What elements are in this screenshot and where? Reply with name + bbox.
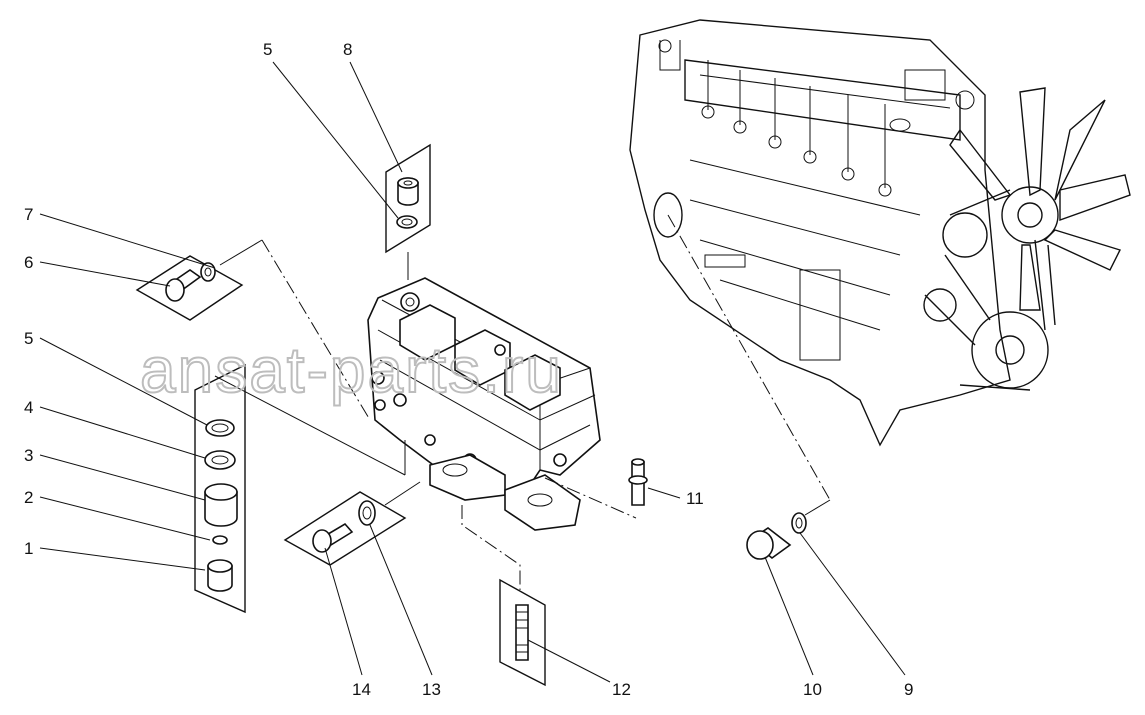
callout-4: 4 xyxy=(24,398,33,417)
callout-11: 11 xyxy=(686,489,704,508)
callout-9: 9 xyxy=(904,680,913,699)
stud-12-group xyxy=(461,505,546,687)
filter-housing-assembly xyxy=(367,277,601,531)
callout-1: 1 xyxy=(24,539,33,558)
plug-10-group xyxy=(667,214,831,560)
watermark-text: ansat-parts.ru xyxy=(140,334,563,406)
callout-7: 7 xyxy=(24,205,33,224)
callout-10: 10 xyxy=(803,680,822,699)
callout-2: 2 xyxy=(24,488,33,507)
plug-stack-group xyxy=(194,363,406,614)
callout-13: 13 xyxy=(422,680,441,699)
engine-illustration xyxy=(629,19,1131,447)
callout-6: 6 xyxy=(24,253,33,272)
callout-14: 14 xyxy=(352,680,371,699)
callout-5-top: 5 xyxy=(263,40,272,59)
callout-3: 3 xyxy=(24,446,33,465)
fitting-11 xyxy=(544,458,648,519)
leader-lines xyxy=(39,61,906,683)
plug-8-group xyxy=(385,143,431,280)
plug-6-group xyxy=(135,239,371,421)
callout-5-left: 5 xyxy=(24,329,33,348)
bolt-14-group xyxy=(283,481,421,566)
callout-12: 12 xyxy=(612,680,631,699)
callout-8: 8 xyxy=(343,40,352,59)
